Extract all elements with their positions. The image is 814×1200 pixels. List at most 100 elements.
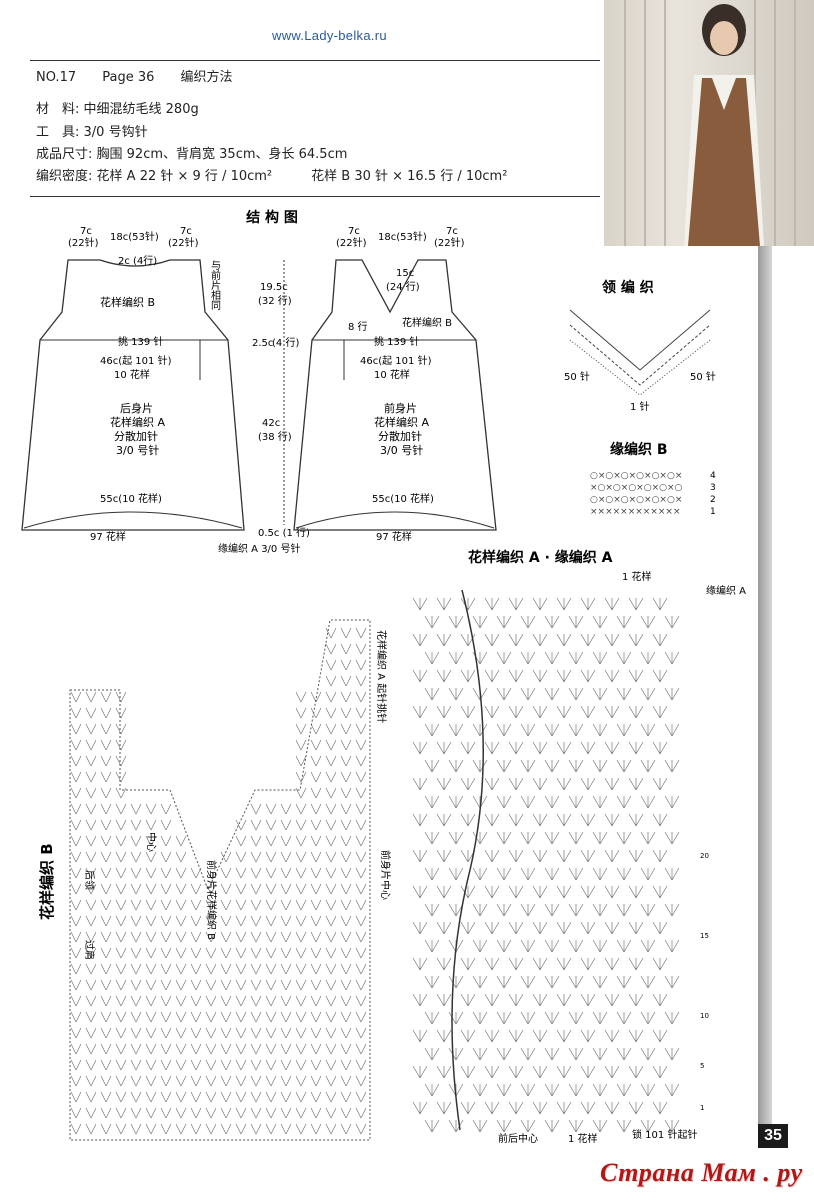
stitch-mark xyxy=(70,771,82,783)
stitch-mark xyxy=(604,957,620,971)
svg-text:花样编织 B: 花样编织 B xyxy=(402,316,452,329)
stitch-mark xyxy=(85,947,97,959)
stitch-mark xyxy=(115,771,127,783)
stitch-mark xyxy=(520,651,536,665)
stitch-mark xyxy=(664,615,680,629)
stitch-mark xyxy=(544,975,560,989)
stitch-mark xyxy=(436,633,452,647)
stitch-mark xyxy=(496,1083,512,1097)
stitch-mark xyxy=(616,975,632,989)
stitch-mark xyxy=(412,597,428,611)
stitch-mark xyxy=(556,1029,572,1043)
stitch-mark xyxy=(85,1075,97,1087)
svg-text:42c: 42c xyxy=(262,418,280,429)
page-ref: Page 36 xyxy=(102,70,155,85)
stitch-mark xyxy=(190,1091,202,1103)
stitch-mark xyxy=(616,615,632,629)
stitch-mark xyxy=(70,755,82,767)
stitch-mark xyxy=(355,1075,367,1087)
stitch-mark xyxy=(70,787,82,799)
stitch-mark xyxy=(325,995,337,1007)
stitch-mark xyxy=(592,723,608,737)
stitch-mark xyxy=(664,1047,680,1061)
site-url[interactable]: www.Lady-belka.ru xyxy=(272,28,387,43)
svg-text:3: 3 xyxy=(710,483,716,493)
stitch-mark xyxy=(160,883,172,895)
stitch-mark xyxy=(280,1107,292,1119)
stitch-mark xyxy=(145,1123,157,1135)
stitch-mark xyxy=(604,993,620,1007)
stitch-mark xyxy=(355,819,367,831)
svg-text:(4 行): (4 行) xyxy=(272,336,299,349)
stitch-mark xyxy=(130,883,142,895)
stitch-mark xyxy=(325,883,337,895)
stitch-mark xyxy=(556,921,572,935)
stitch-mark xyxy=(556,669,572,683)
stitch-mark xyxy=(235,867,247,879)
stitch-mark xyxy=(310,691,322,703)
svg-text:18c(53针): 18c(53针) xyxy=(378,230,427,243)
stitch-mark xyxy=(568,615,584,629)
stitch-mark xyxy=(508,777,524,791)
stitch-mark xyxy=(484,885,500,899)
stitch-mark xyxy=(544,723,560,737)
stitch-mark xyxy=(424,651,440,665)
stitch-mark xyxy=(640,1011,656,1025)
stitch-mark xyxy=(130,1091,142,1103)
stitch-mark xyxy=(235,1059,247,1071)
svg-text:4: 4 xyxy=(710,471,716,481)
stitch-mark xyxy=(460,633,476,647)
stitch-mark xyxy=(652,777,668,791)
stitch-mark xyxy=(472,723,488,737)
svg-text:1 花样: 1 花样 xyxy=(568,1132,598,1145)
stitch-mark xyxy=(310,1091,322,1103)
svg-text:0.5c (1 行): 0.5c (1 行) xyxy=(258,526,310,539)
stitch-mark xyxy=(85,995,97,1007)
stitch-mark xyxy=(340,835,352,847)
stitch-mark xyxy=(235,915,247,927)
svg-text:前后中心: 前后中心 xyxy=(498,1132,538,1145)
stitch-mark xyxy=(295,771,307,783)
stitch-mark xyxy=(355,883,367,895)
stitch-mark xyxy=(604,1065,620,1079)
stitch-mark xyxy=(70,691,82,703)
stitch-mark xyxy=(85,1123,97,1135)
stitch-mark xyxy=(115,1107,127,1119)
svg-text:7c: 7c xyxy=(446,226,458,237)
stitch-mark xyxy=(520,831,536,845)
stitch-mark xyxy=(100,931,112,943)
stitch-mark xyxy=(115,979,127,991)
stitch-mark xyxy=(520,795,536,809)
stitch-mark xyxy=(424,1011,440,1025)
stitch-mark xyxy=(436,849,452,863)
stitch-mark xyxy=(100,755,112,767)
stitch-mark xyxy=(175,1107,187,1119)
stitch-mark xyxy=(295,835,307,847)
stitch-mark xyxy=(325,771,337,783)
stitch-mark xyxy=(265,979,277,991)
stitch-mark xyxy=(265,995,277,1007)
stitch-mark xyxy=(310,899,322,911)
stitch-mark xyxy=(340,675,352,687)
stitch-mark xyxy=(205,1027,217,1039)
stitch-mark xyxy=(532,885,548,899)
stitch-mark xyxy=(280,995,292,1007)
page-edge-bar xyxy=(758,246,772,1126)
svg-text:20: 20 xyxy=(700,852,709,860)
stitch-mark xyxy=(424,759,440,773)
svg-text:花样编织 A 起针挑针: 花样编织 A 起针挑针 xyxy=(375,630,388,723)
stitch-mark xyxy=(235,1091,247,1103)
stitch-mark xyxy=(310,883,322,895)
stitch-mark xyxy=(175,947,187,959)
stitch-mark xyxy=(496,615,512,629)
stitch-mark xyxy=(160,947,172,959)
stitch-mark xyxy=(640,795,656,809)
stitch-mark xyxy=(580,777,596,791)
stitch-mark xyxy=(280,819,292,831)
stitch-mark xyxy=(220,947,232,959)
stitch-mark xyxy=(640,867,656,881)
stitch-mark xyxy=(295,787,307,799)
stitch-mark xyxy=(130,1027,142,1039)
stitch-mark xyxy=(448,759,464,773)
stitch-mark xyxy=(235,1075,247,1087)
